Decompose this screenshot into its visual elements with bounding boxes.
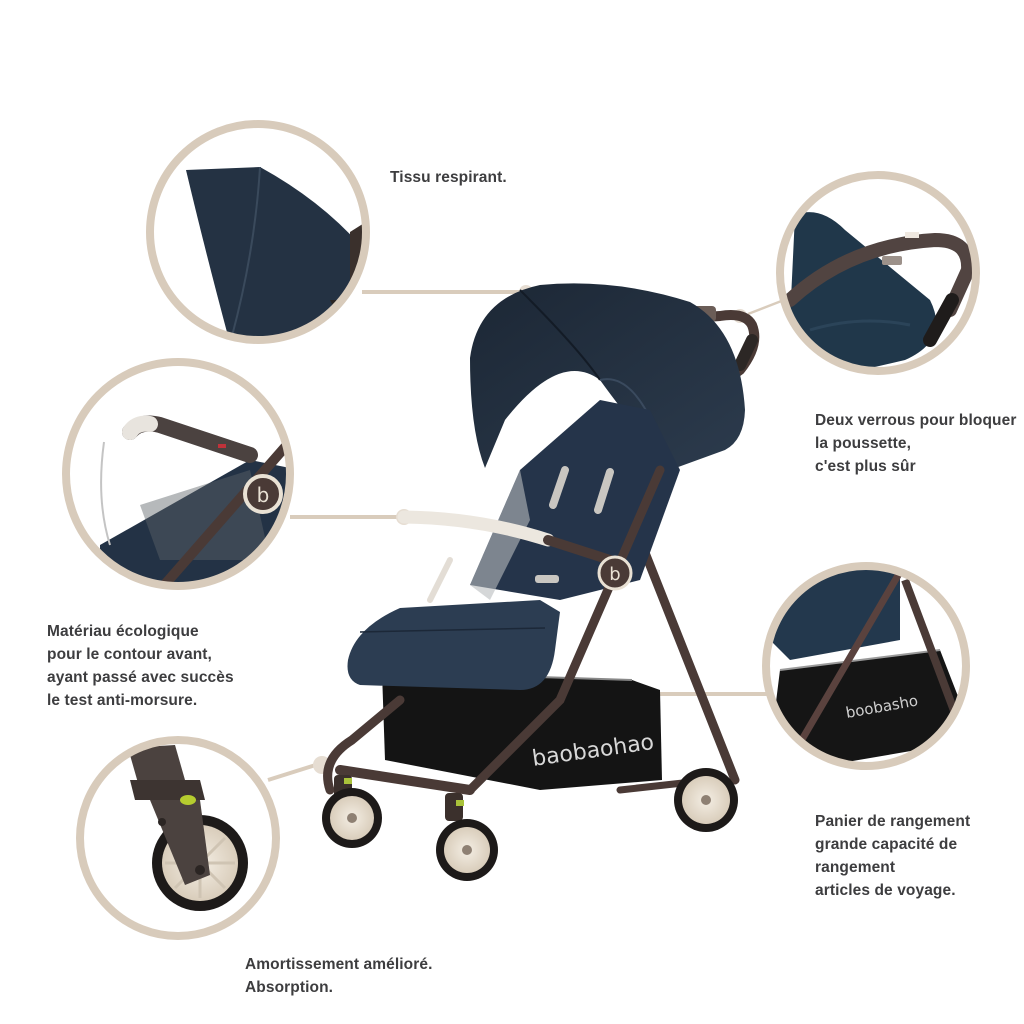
- feature-label-suspension: Amortissement amélioré. Absorption.: [245, 953, 433, 999]
- detail-circle-basket: boobasho: [762, 562, 970, 770]
- feature-line: Tissu respirant.: [390, 169, 507, 186]
- front-wheel-left: [322, 775, 382, 848]
- detail-circle-handlebar: [776, 171, 980, 375]
- feature-line: le test anti-morsure.: [47, 692, 198, 709]
- feature-line: ayant passé avec succès: [47, 669, 234, 686]
- feature-line: Deux verrous pour bloquer: [815, 412, 1017, 429]
- feature-line: articles de voyage.: [815, 882, 956, 899]
- feature-line: Amortissement amélioré.: [245, 956, 433, 973]
- feature-label-handlebar-locks: Deux verrous pour bloquer la poussette, …: [815, 409, 1016, 478]
- detail-circle-wheel: [76, 736, 280, 940]
- frame-badge-logo: b: [609, 564, 620, 585]
- feature-label-bumper-bar: Matériau écologique pour le contour avan…: [47, 620, 234, 712]
- feature-label-canopy: Tissu respirant.: [390, 166, 507, 189]
- main-stroller-illustration: baobaohao: [322, 283, 760, 881]
- feature-line: Panier de rangement: [815, 813, 971, 830]
- feature-line: la poussette,: [815, 435, 912, 452]
- detail-circle-bumper-bar: b: [62, 358, 294, 590]
- feature-line: rangement: [815, 859, 896, 876]
- connector-handlebar: [747, 298, 785, 316]
- rear-wheel: [674, 768, 738, 832]
- detail-circle-canopy: [146, 120, 370, 344]
- feature-line: Matériau écologique: [47, 623, 199, 640]
- feature-line: pour le contour avant,: [47, 646, 212, 663]
- feature-label-basket: Panier de rangement grande capacité de r…: [815, 810, 970, 902]
- feature-line: c'est plus sûr: [815, 458, 916, 475]
- front-wheel-right: [436, 793, 498, 881]
- feature-line: grande capacité de: [815, 836, 958, 853]
- feature-line: Absorption.: [245, 979, 334, 996]
- connector-wheel: [267, 761, 323, 782]
- detail-badge-logo: b: [257, 483, 270, 507]
